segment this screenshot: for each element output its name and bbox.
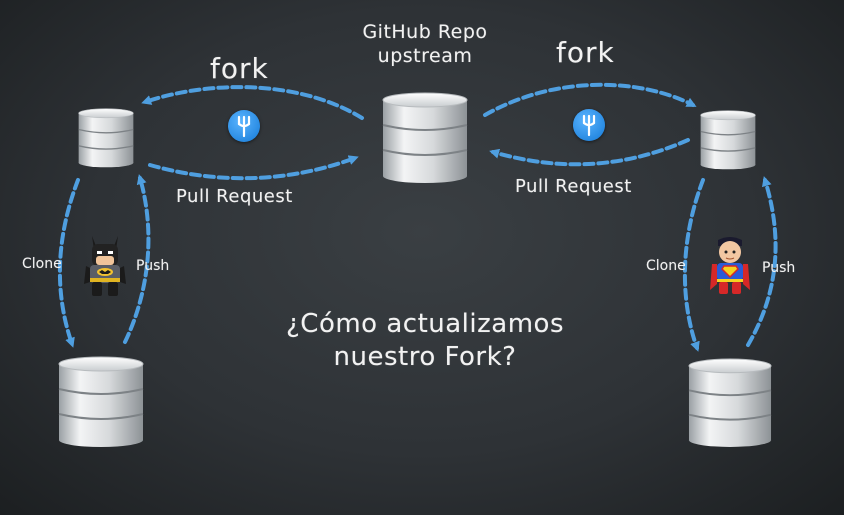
upstream-title: GitHub Repo upstream [340, 20, 510, 68]
clone-label-left: Clone [22, 256, 62, 272]
arrow-pr-right [489, 138, 690, 167]
push-label-left: Push [136, 258, 170, 274]
question-text: ¿Cómo actualizamos nuestro Fork? [250, 308, 600, 374]
database-icon-left-fork [78, 108, 134, 168]
database-icon-left-local [58, 356, 144, 447]
pull-request-label-right: Pull Request [515, 176, 632, 197]
clone-label-right: Clone [646, 258, 686, 274]
arrow-pr-left [148, 155, 359, 181]
arrow-fork-right [483, 82, 697, 117]
arrow-fork-left [141, 85, 364, 120]
fork-label-left: fork [210, 52, 269, 85]
question-line1: ¿Cómo actualizamos [285, 309, 564, 339]
fork-label-right: fork [556, 36, 615, 69]
batman-avatar [84, 236, 126, 296]
question-line2: nuestro Fork? [333, 342, 517, 372]
fork-icon-left [228, 110, 260, 142]
database-icon-right-local [688, 358, 772, 447]
upstream-title-line2: upstream [377, 45, 473, 67]
arrow-clone-left [57, 178, 80, 348]
database-icon-upstream [382, 92, 468, 183]
push-label-right: Push [762, 260, 796, 276]
superman-avatar [710, 237, 750, 294]
arrow-push-left [123, 174, 151, 344]
fork-icon-right [573, 109, 605, 141]
pull-request-label-left: Pull Request [176, 186, 293, 207]
upstream-title-line1: GitHub Repo [362, 21, 488, 43]
arrow-clone-right [682, 178, 705, 352]
database-icon-right-fork [700, 110, 756, 170]
arrow-push-right [746, 176, 778, 347]
